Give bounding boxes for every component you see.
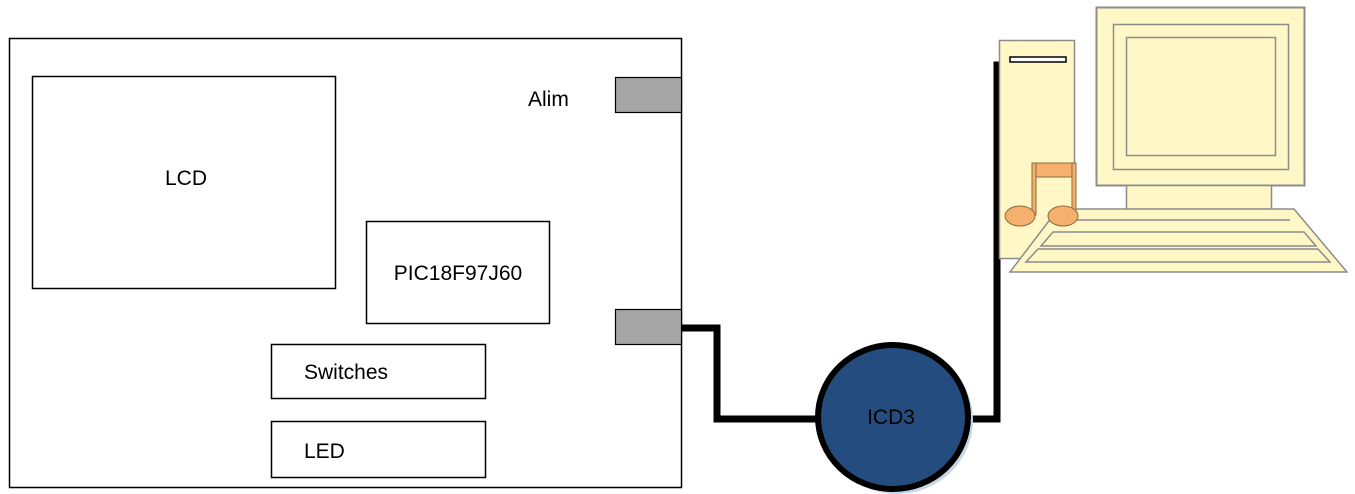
pic-block [365, 220, 551, 325]
desktop-computer-icon [998, 6, 1349, 273]
music-note-icon [1004, 162, 1079, 227]
lcd-label: LCD [165, 167, 207, 190]
led-block [270, 420, 487, 479]
switches-block [270, 343, 487, 400]
power-connector [614, 76, 683, 114]
led-label: LED [304, 440, 345, 463]
alim-label: Alim [528, 88, 569, 111]
debug-connector [614, 308, 683, 346]
lcd-block [31, 75, 337, 290]
switches-label: Switches [304, 361, 388, 384]
icd3-label: ICD3 [867, 406, 915, 429]
cable-board-to-icd [681, 324, 820, 423]
pic-label: PIC18F97J60 [394, 262, 522, 285]
icd3-device [815, 342, 971, 492]
